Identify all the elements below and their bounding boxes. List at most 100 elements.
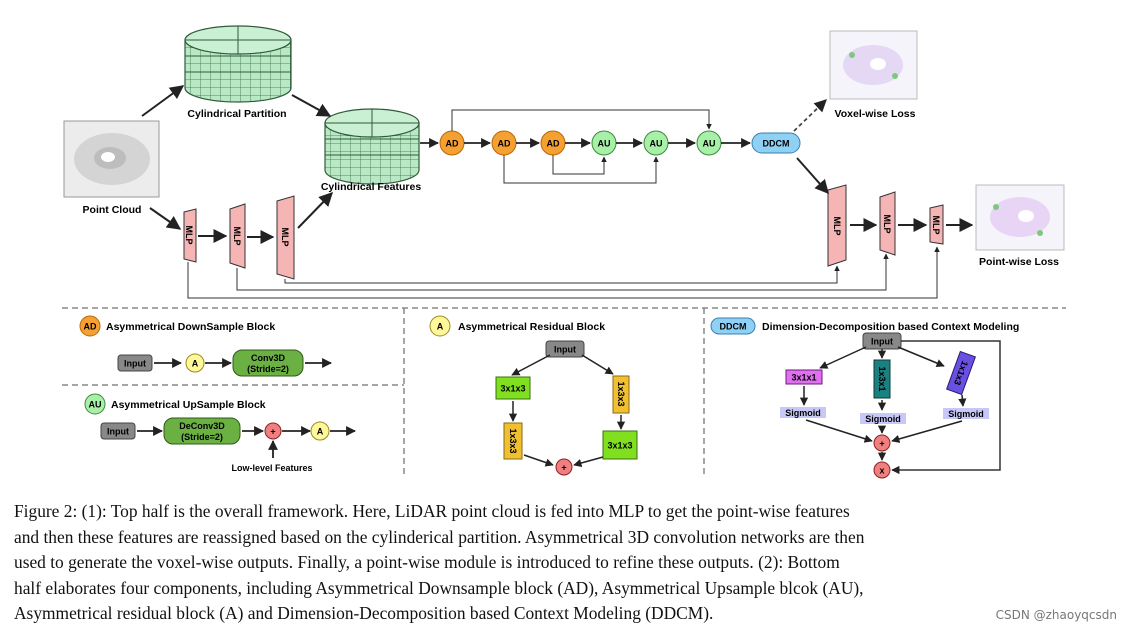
ddcm-input-block: Input [862, 332, 902, 350]
svg-text:DDCM: DDCM [720, 322, 747, 332]
svg-text:AU: AU [650, 139, 663, 149]
ad-legend-title: Asymmetrical DownSample Block [106, 321, 275, 333]
svg-text:(Stride=2): (Stride=2) [181, 432, 223, 442]
mlp-right-2: MLP [879, 191, 896, 256]
cylindrical-partition-label: Cylindrical Partition [187, 108, 286, 120]
svg-text:AU: AU [703, 139, 716, 149]
svg-text:Input: Input [124, 359, 146, 369]
mlp-left-1: MLP [183, 208, 197, 263]
watermark: CSDN @zhaoyqcsdn [995, 608, 1117, 622]
point-loss-label: Point-wise Loss [979, 256, 1059, 268]
mlp-left-3: MLP [276, 195, 295, 280]
svg-text:1x3x3: 1x3x3 [508, 428, 518, 453]
au-node-2: AU [643, 130, 669, 156]
ad-input-block: Input [117, 354, 153, 372]
mlp-right-3: MLP [929, 204, 944, 245]
a-legend-title: Asymmetrical Residual Block [458, 321, 605, 333]
figure-caption: Figure 2: (1): Top half is the overall f… [14, 499, 1114, 627]
svg-text:Input: Input [107, 427, 129, 437]
svg-text:A: A [317, 427, 324, 437]
a-plus-node: + [555, 458, 573, 476]
a-conv-1x3x3-left: 1x3x3 [503, 422, 523, 460]
a-legend-badge: A [429, 315, 451, 337]
point-loss-image [975, 184, 1065, 251]
cylindrical-features-label: Cylindrical Features [321, 181, 422, 193]
a-conv-3x1x3-left: 3x1x3 [495, 376, 531, 400]
ad-legend-badge: AD [79, 315, 101, 337]
low-level-features-label: Low-level Features [231, 463, 312, 473]
svg-text:MLP: MLP [832, 217, 842, 236]
svg-text:3x1x1: 3x1x1 [791, 373, 816, 383]
svg-text:Sigmoid: Sigmoid [785, 408, 821, 418]
svg-text:3x1x3: 3x1x3 [500, 384, 525, 394]
point-cloud-label: Point Cloud [83, 204, 142, 216]
ddcm-legend-badge: DDCM [710, 317, 756, 335]
cylindrical-features-icon [324, 108, 420, 185]
caption-line-5: Asymmetrical residual block (A) and Dime… [14, 603, 714, 623]
ad-node-3: AD [540, 130, 566, 156]
svg-text:MLP: MLP [280, 228, 290, 247]
svg-text:(Stride=2): (Stride=2) [247, 364, 289, 374]
ddcm-conv-1x1x3: 1x1x3 [946, 350, 976, 396]
svg-text:Input: Input [554, 345, 576, 355]
svg-text:DDCM: DDCM [763, 139, 790, 149]
svg-text:AD: AD [498, 139, 511, 149]
architecture-diagram: Point Cloud Cylindrical Partition Cylind… [62, 25, 1066, 479]
voxel-loss-image [829, 30, 918, 100]
svg-text:1x3x3: 1x3x3 [616, 381, 626, 406]
au-node-3: AU [696, 130, 722, 156]
svg-text:AD: AD [446, 139, 459, 149]
svg-text:A: A [192, 359, 199, 369]
ddcm-node: DDCM [751, 132, 801, 154]
ddcm-times-node: x [873, 461, 891, 479]
caption-line-2: and then these features are reassigned b… [14, 526, 865, 547]
svg-text:AU: AU [89, 400, 102, 410]
ad-a-node: A [185, 353, 205, 373]
svg-text:AU: AU [598, 139, 611, 149]
svg-text:Sigmoid: Sigmoid [865, 414, 901, 424]
ddcm-plus-node: + [873, 434, 891, 452]
ddcm-sigmoid-2: Sigmoid [860, 413, 906, 424]
a-input-block: Input [545, 340, 585, 358]
au-legend-badge: AU [84, 393, 106, 415]
svg-text:A: A [437, 322, 444, 332]
svg-text:MLP: MLP [882, 215, 892, 234]
svg-text:DeConv3D: DeConv3D [179, 421, 225, 431]
voxel-loss-label: Voxel-wise Loss [835, 108, 916, 120]
au-deconv3d-block: DeConv3D (Stride=2) [163, 417, 241, 445]
svg-text:MLP: MLP [184, 226, 194, 245]
ddcm-sigmoid-1: Sigmoid [780, 407, 826, 418]
caption-line-1: Figure 2: (1): Top half is the overall f… [14, 501, 850, 521]
mlp-left-2: MLP [229, 203, 246, 269]
svg-text:AD: AD [84, 322, 97, 332]
au-legend-title: Asymmetrical UpSample Block [111, 399, 266, 411]
ddcm-conv-1x3x1: 1x3x1 [873, 359, 891, 399]
svg-text:+: + [270, 427, 275, 437]
au-node-1: AU [591, 130, 617, 156]
caption-line-3: used to generate the voxel-wise outputs.… [14, 552, 840, 572]
ddcm-conv-3x1x1: 3x1x1 [785, 369, 823, 385]
svg-text:Sigmoid: Sigmoid [948, 409, 984, 419]
svg-text:1x3x1: 1x3x1 [877, 366, 887, 391]
svg-text:x: x [879, 466, 884, 476]
ad-node-1: AD [439, 130, 465, 156]
caption-line-4: half elaborates four components, includi… [14, 577, 864, 598]
cylindrical-partition-icon [184, 25, 292, 103]
ad-node-2: AD [491, 130, 517, 156]
svg-text:MLP: MLP [931, 216, 941, 235]
svg-text:AD: AD [547, 139, 560, 149]
au-plus-node: + [264, 422, 282, 440]
ad-conv3d-block: Conv3D (Stride=2) [232, 349, 304, 377]
svg-text:Conv3D: Conv3D [251, 353, 286, 363]
mlp-right-1: MLP [827, 184, 847, 267]
svg-text:MLP: MLP [232, 227, 242, 246]
svg-text:Input: Input [871, 337, 893, 347]
a-conv-1x3x3-right: 1x3x3 [612, 375, 630, 414]
svg-text:3x1x3: 3x1x3 [607, 441, 632, 451]
point-cloud-image [63, 120, 160, 198]
au-input-block: Input [100, 422, 136, 440]
a-conv-3x1x3-right: 3x1x3 [602, 430, 638, 460]
ddcm-legend-title: Dimension-Decomposition based Context Mo… [762, 321, 1019, 333]
ddcm-sigmoid-3: Sigmoid [943, 408, 989, 419]
svg-text:+: + [879, 439, 884, 449]
